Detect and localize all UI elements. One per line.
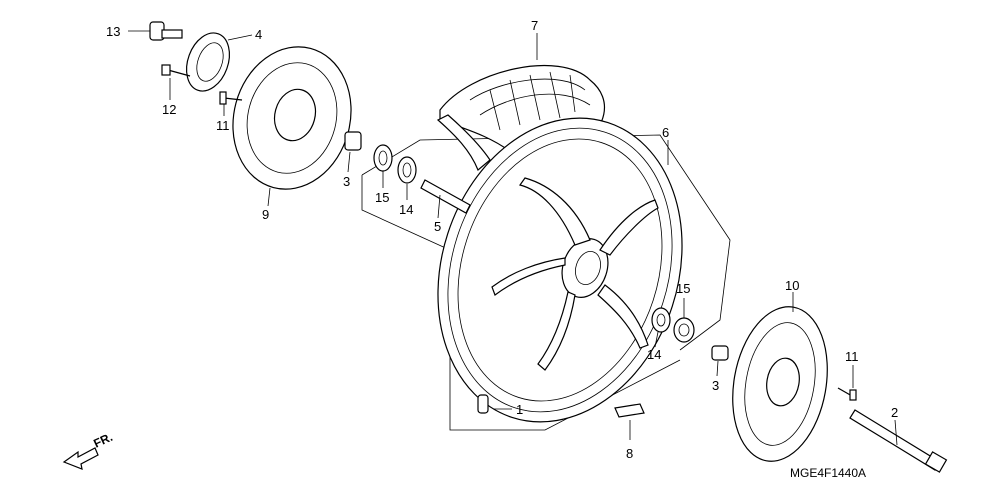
collar-3-right — [711, 345, 729, 361]
label-10: 10 — [785, 278, 799, 293]
bolt-11-right — [837, 387, 857, 401]
part-labels: 13 4 12 11 3 9 15 14 5 7 6 15 14 3 10 11… — [106, 18, 898, 461]
collar-3-left — [344, 131, 362, 151]
label-4: 4 — [255, 27, 262, 42]
valve-1 — [477, 394, 489, 414]
bearing-14-left — [397, 156, 417, 184]
spacer-5 — [420, 179, 471, 214]
label-14-left: 14 — [399, 202, 413, 217]
axle — [849, 409, 948, 473]
label-7: 7 — [531, 18, 538, 33]
wheel-rim — [437, 117, 683, 423]
label-15-right: 15 — [676, 281, 690, 296]
label-11-right: 11 — [845, 349, 859, 364]
label-15-left: 15 — [375, 190, 389, 205]
diagram-code: MGE4F1440A — [790, 466, 866, 480]
sensor-ring — [185, 32, 231, 92]
label-13: 13 — [106, 24, 120, 39]
leader-lines — [128, 30, 898, 446]
bearing-14-right — [651, 307, 671, 333]
bolt-11-left — [219, 91, 243, 105]
front-direction-indicator: FR. — [62, 430, 115, 470]
label-1: 1 — [516, 402, 523, 417]
label-2: 2 — [891, 405, 898, 420]
seal-15-left — [373, 144, 393, 172]
direction-arrow-icon — [62, 447, 99, 470]
balance-weight-8 — [614, 403, 645, 418]
brake-disc-right — [732, 306, 828, 462]
label-14-right: 14 — [647, 347, 661, 362]
label-11-left: 11 — [216, 118, 230, 133]
seal-15-right — [673, 317, 695, 343]
label-8: 8 — [626, 446, 633, 461]
bolt-13 — [149, 21, 183, 41]
brake-disc-left — [232, 46, 352, 190]
label-6: 6 — [662, 125, 669, 140]
direction-label: FR. — [91, 430, 114, 451]
label-5: 5 — [434, 219, 441, 234]
bolt-12 — [161, 64, 191, 77]
label-12: 12 — [162, 102, 176, 117]
label-9: 9 — [262, 207, 269, 222]
label-3-left: 3 — [343, 174, 350, 189]
label-3-right: 3 — [712, 378, 719, 393]
